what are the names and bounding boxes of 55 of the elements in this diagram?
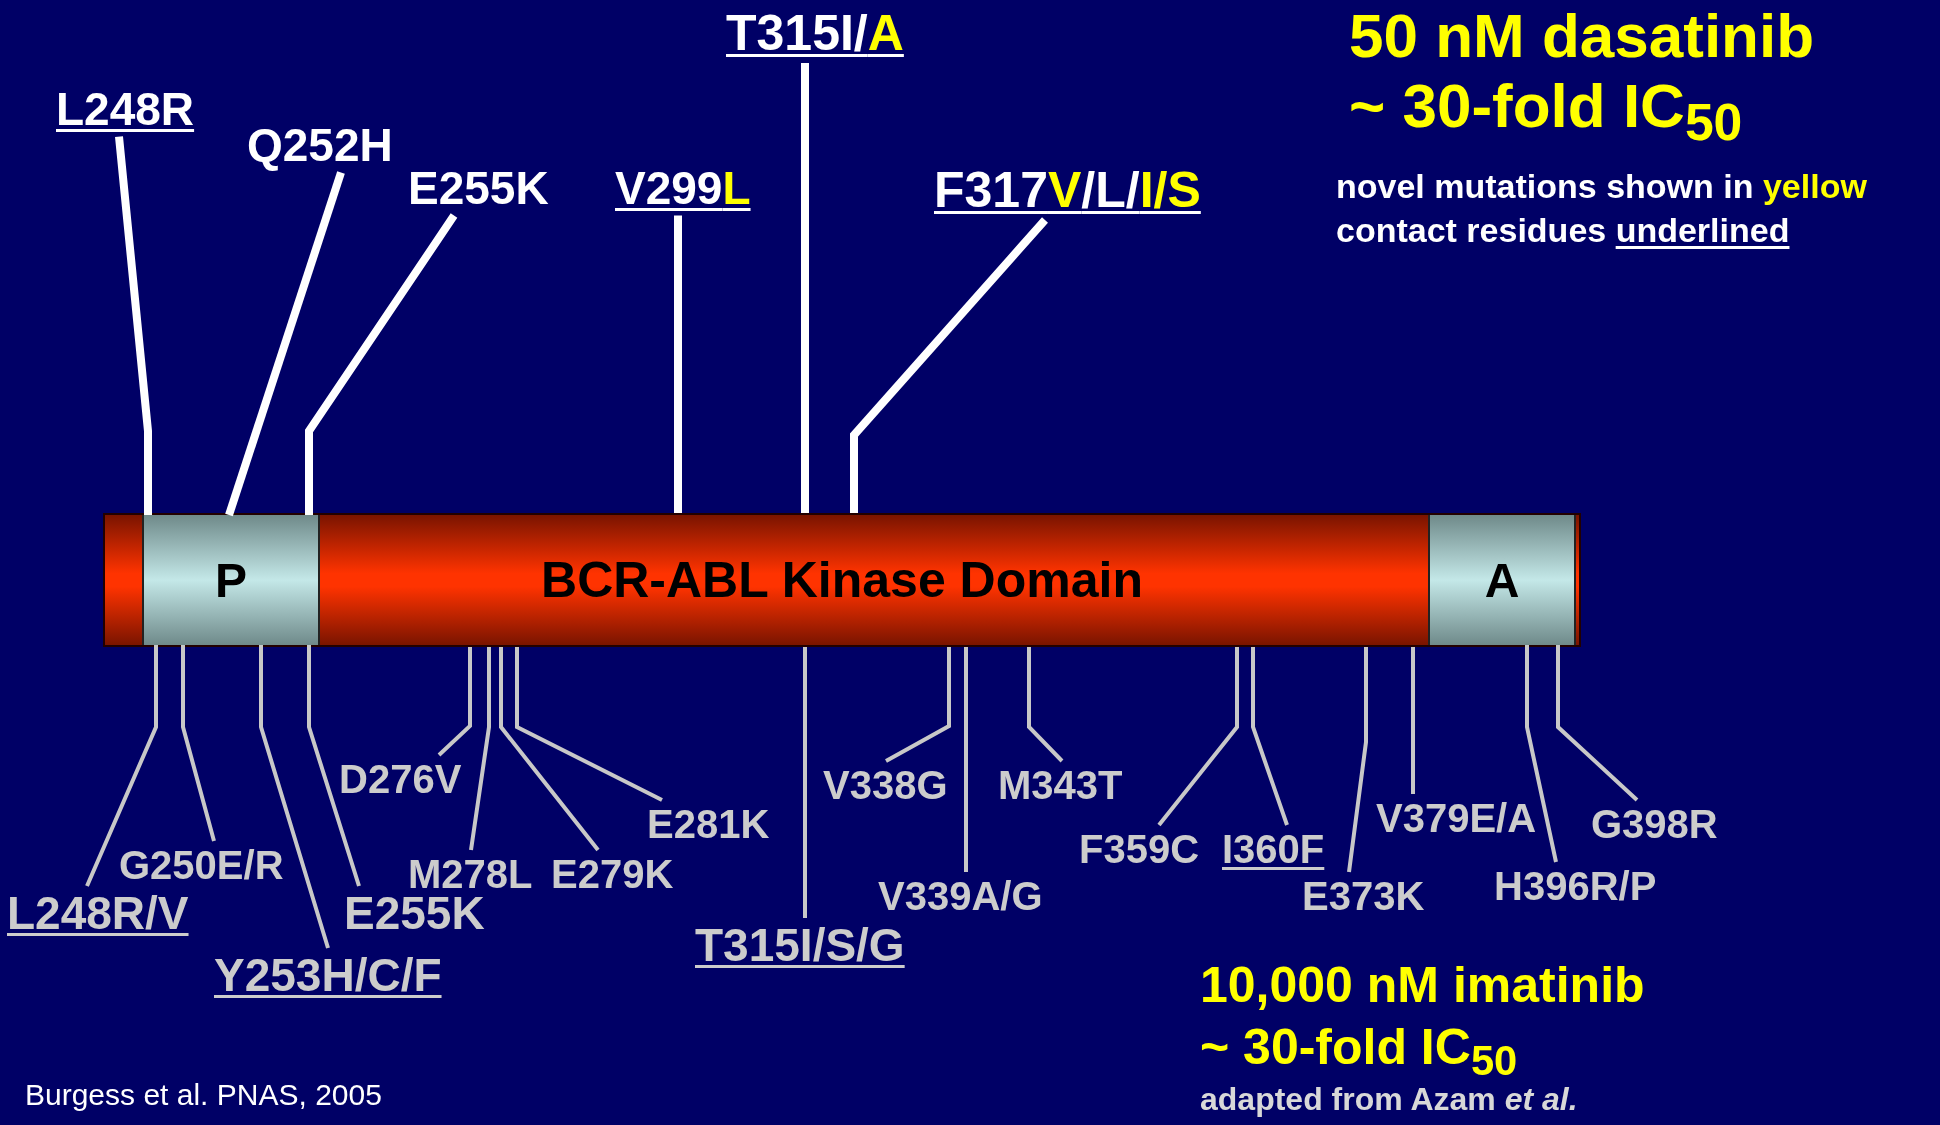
mutation-label: V338G [823,763,948,807]
leader-line [850,217,1048,513]
drug-concentration-note: 50 nM dasatinib [1349,2,1815,71]
leader-line [515,647,663,802]
domain-segment: A [1428,515,1576,645]
leader-line [1556,645,1639,802]
mutation-label: G398R [1591,802,1718,846]
mutation-label: H396R/P [1494,864,1657,908]
mutation-label: E281K [647,802,770,846]
domain-segment: P [142,515,320,645]
mutation-label: L248R/V [7,888,189,939]
leader-line [259,645,330,949]
leader-line [85,645,158,887]
drug-concentration-note: 10,000 nM imatinib [1200,958,1645,1013]
leader-line [1525,645,1558,863]
mutation-label: F317V/L/I/S [934,163,1201,218]
mutation-label: V379E/A [1376,796,1537,840]
mutation-label: T315I/S/G [695,920,905,971]
leader-line [964,647,968,872]
leader-line [803,647,807,918]
domain-label: BCR-ABL Kinase Domain [541,551,1143,609]
leader-line [225,171,345,517]
source-note: adapted from Azam et al. [1200,1082,1578,1118]
fold-change-note: ~ 30-fold IC$_{50}$ [1200,1020,1518,1084]
leader-line [1411,647,1415,794]
mutation-label: E373K [1302,874,1425,918]
mutation-label: I360F [1222,827,1325,871]
mutation-label: V339A/G [878,874,1043,918]
mutation-label: V299L [615,163,751,214]
leader-line [885,647,951,763]
leader-line [437,647,472,757]
leader-line [1347,647,1368,873]
leader-line [1251,647,1289,826]
leader-line [499,647,600,852]
mutation-label: L248R [56,84,195,135]
legend-note: novel mutations shown in yellow [1336,168,1867,206]
legend-note: contact residues underlined [1336,212,1790,250]
mutation-label: Y253H/C/F [214,950,442,1001]
mutation-label: T315I/A [726,6,904,61]
mutation-label: F359C [1079,827,1200,871]
leader-line [181,645,216,842]
mutation-label: D276V [339,757,462,801]
mutation-label: E279K [551,852,674,896]
mutation-label: M343T [998,763,1123,807]
fold-change-note: ~ 30-fold IC$_{50}$ [1349,72,1743,152]
leader-line [1027,647,1064,763]
mutation-label: G250E/R [119,843,284,887]
leader-line [1157,647,1239,827]
mutation-label: E255K [408,163,549,214]
leader-line [469,647,491,851]
leader-line [305,213,458,515]
leader-line [307,645,361,887]
mutation-label: Q252H [247,120,393,171]
kinase-domain-bar [103,513,1581,647]
citation-note: Burgess et al. PNAS, 2005 [25,1078,382,1111]
